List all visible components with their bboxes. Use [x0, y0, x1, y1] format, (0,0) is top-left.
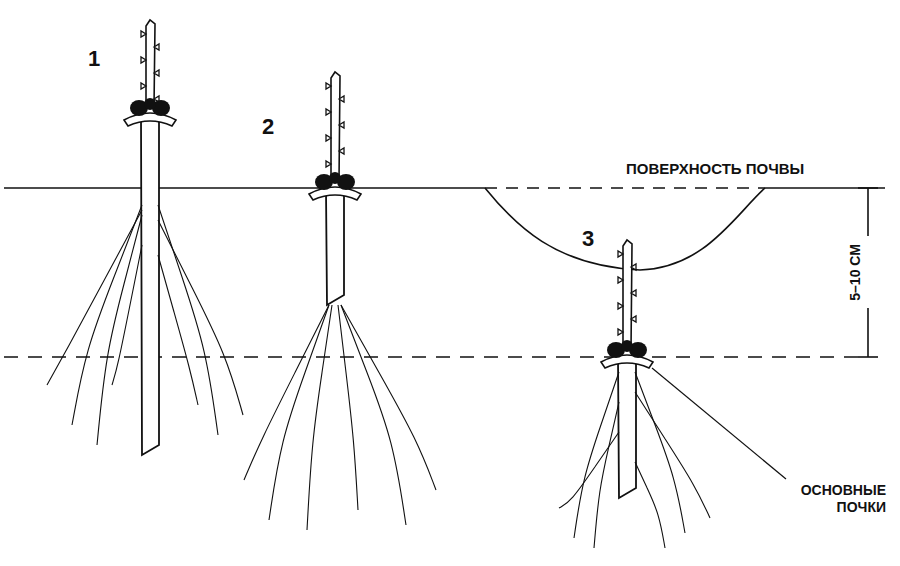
leaf-bud: [141, 31, 146, 37]
leaf-bud: [141, 57, 146, 63]
main-bud: [144, 98, 156, 110]
surface-label: ПОВЕРХНОСТЬ ПОЧВЫ: [626, 160, 804, 178]
leader-line: [652, 368, 786, 479]
leaf-bud: [618, 329, 623, 335]
grape-cutting: [559, 240, 710, 548]
node: [309, 187, 361, 200]
root: [158, 205, 218, 435]
depth-line: [4, 356, 868, 358]
soil-surface-line: [4, 187, 485, 189]
leaf-bud: [339, 96, 344, 102]
leaf-bud: [618, 251, 623, 257]
cutting-stem: [618, 358, 636, 498]
leaf-bud: [618, 303, 623, 309]
soil-surface-line: [765, 187, 885, 189]
grape-cutting: [47, 20, 243, 455]
node: [124, 113, 176, 126]
depth-bracket-tick: [858, 356, 878, 358]
root: [341, 305, 406, 525]
callout-number: 2: [262, 114, 274, 140]
leaf-bud: [631, 290, 636, 296]
root: [158, 220, 243, 415]
root: [158, 255, 198, 405]
grape-cutting: [244, 72, 436, 530]
leaf-bud: [339, 148, 344, 154]
root: [47, 210, 142, 385]
shoot: [146, 20, 155, 108]
depth-bracket: [867, 188, 869, 236]
leaf-bud: [339, 122, 344, 128]
bud-label: ОСНОВНЫЕ ПОЧКИ: [774, 482, 886, 516]
callout-number: 3: [582, 226, 594, 252]
root: [338, 305, 358, 510]
node: [601, 355, 653, 368]
depth-bracket: [867, 308, 869, 357]
leaf-bud: [326, 135, 331, 141]
shoot: [331, 72, 340, 182]
root: [112, 245, 142, 385]
leaf-bud: [154, 44, 159, 50]
leaf-bud: [326, 161, 331, 167]
leaf-bud: [154, 70, 159, 76]
leaf-bud: [631, 316, 636, 322]
root: [635, 372, 685, 533]
cutting-stem: [141, 116, 159, 455]
shoot: [623, 240, 632, 350]
root: [635, 462, 665, 548]
leaf-bud: [141, 83, 146, 89]
root: [594, 402, 619, 548]
root: [559, 432, 619, 508]
root: [307, 305, 332, 530]
root: [244, 305, 329, 480]
callout-number: 1: [88, 46, 100, 72]
root: [574, 372, 619, 538]
main-bud: [621, 340, 633, 352]
leaf-bud: [326, 109, 331, 115]
leaf-bud: [618, 277, 623, 283]
root: [97, 215, 142, 445]
cutting-stem: [326, 190, 344, 305]
root: [635, 392, 710, 518]
leaf-bud: [326, 83, 331, 89]
root: [269, 305, 329, 520]
leaf-bud: [631, 264, 636, 270]
main-bud: [329, 172, 341, 184]
root: [72, 205, 142, 425]
depth-bracket-tick: [858, 187, 878, 189]
root: [341, 305, 436, 490]
depth-dimension: 5–10 СМ: [847, 244, 864, 301]
soil-surface-dashed: [485, 187, 765, 189]
